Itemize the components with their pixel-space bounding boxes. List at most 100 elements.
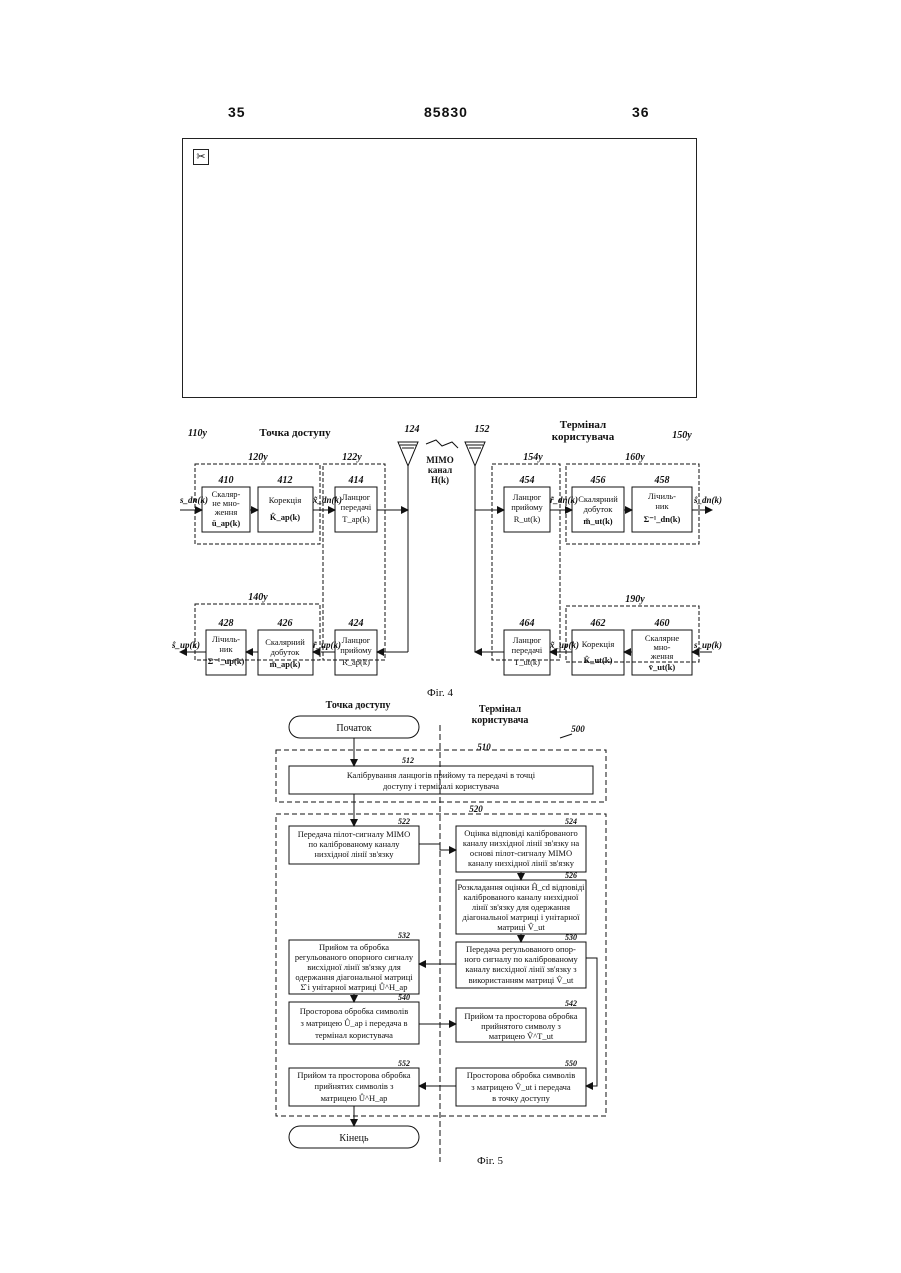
step-text: в точку доступу <box>492 1093 550 1103</box>
step-text: каналу висхідної лінії зв'язку з <box>465 964 577 974</box>
block-text: добуток <box>584 504 614 514</box>
block-text: Корекція <box>269 495 302 505</box>
block-text: T_ut(k) <box>514 657 540 667</box>
block-text: Ланцюг <box>342 635 371 645</box>
block-text: Корекція <box>582 639 615 649</box>
block-text: m̃_ap(k) <box>270 659 301 669</box>
block-text: прийому <box>340 645 372 655</box>
signal-s-dn-out: ŝ_dn(k) <box>693 495 722 505</box>
step-text: каналу низхідної лінії зв'язку <box>468 858 575 868</box>
block-text: Лічиль- <box>648 491 676 501</box>
figure-5: Точка доступу Термінал користувача 500 П… <box>0 700 901 1180</box>
ref-150y: 150y <box>672 430 692 441</box>
access-point-heading: Точка доступу <box>259 427 331 439</box>
block-ref: 412 <box>277 475 293 486</box>
step-text: використанням матриці V̂_ut <box>469 974 574 985</box>
step-text: каналу низхідної лінії зв'язку на <box>463 838 580 848</box>
step-ref: 524 <box>565 817 577 826</box>
signal-x-dn: x̃_dn(k) <box>312 495 342 505</box>
step-text: Передача регульованого опор- <box>466 944 576 954</box>
block-ref: 454 <box>519 475 535 486</box>
step-text: доступу і терміналі користувача <box>383 781 499 791</box>
block-462 <box>572 630 624 675</box>
ref-120y: 120y <box>248 452 268 463</box>
block-ref: 462 <box>590 618 606 629</box>
step-text: з матрицею Û_ap і передача в <box>301 1018 408 1028</box>
block-text: Ланцюг <box>342 492 371 502</box>
step-ref: 526 <box>565 871 577 880</box>
block-ref: 456 <box>590 475 606 486</box>
step-text: Σ̂ і унітарної матриці Û^H_ap <box>301 982 408 992</box>
block-text: Ланцюг <box>513 635 542 645</box>
block-text: ник <box>655 501 669 511</box>
antenna-152 <box>465 442 485 466</box>
ref-160y: 160y <box>625 452 645 463</box>
block-ref: 424 <box>348 618 364 629</box>
step-text: термінал користувача <box>315 1030 393 1040</box>
user-terminal-heading-1: Термінал <box>560 419 606 431</box>
step-ref: 530 <box>565 933 577 942</box>
block-412 <box>258 487 313 532</box>
figure-5-caption: Фіг. 5 <box>477 1155 504 1167</box>
step-text: Передача пілот-сигналу MIMO <box>298 829 411 839</box>
step-text: Калібрування ланцюгів прийому та передач… <box>347 770 536 780</box>
step-ref: 552 <box>398 1059 410 1068</box>
step-text: Просторова обробка символів <box>467 1070 575 1080</box>
step-text: Просторова обробка символів <box>300 1006 408 1016</box>
step-text: низхідної лінії зв'язку <box>314 849 394 859</box>
step-text: по каліброваному каналу <box>309 839 401 849</box>
block-text: T_ap(k) <box>342 514 370 524</box>
block-text: ження <box>214 507 238 517</box>
ref-500: 500 <box>571 724 585 734</box>
block-text: v̄_ut(k) <box>649 662 676 672</box>
step-ref: 550 <box>565 1059 577 1068</box>
step-text: регульованого опорного сигналу <box>295 952 414 962</box>
ref-110y: 110y <box>188 428 207 439</box>
block-text: передачі <box>512 645 543 655</box>
ref-154y: 154y <box>523 452 543 463</box>
step-text: з матрицею V̂_ut і передача <box>471 1081 571 1092</box>
signal-x-up: x̃_up(k) <box>549 640 579 650</box>
channel-label-1: MIMO <box>426 455 454 465</box>
block-text: прийому <box>511 502 543 512</box>
step-text: прийнятого символу з <box>481 1021 561 1031</box>
block-ref: 460 <box>654 618 670 629</box>
block-text: Ланцюг <box>513 492 542 502</box>
step-text: матрицею V̂^T_ut <box>489 1030 554 1041</box>
signal-s-up-out: ŝ_up(k) <box>171 640 200 650</box>
block-text: Лічиль- <box>212 634 240 644</box>
step-ref: 522 <box>398 817 410 826</box>
step-text: прийнятих символів з <box>315 1081 395 1091</box>
signal-r-up: r̃_up(k) <box>313 640 341 650</box>
block-text: Σ⁻¹_up(k) <box>208 656 245 666</box>
step-ref: 512 <box>402 756 414 765</box>
col-user-terminal-1: Термінал <box>479 704 522 715</box>
step-text: одержання діагональної матриці <box>295 972 413 982</box>
ref-520: 520 <box>469 804 483 814</box>
step-text: матрицею Û^H_ap <box>321 1093 388 1103</box>
block-ref: 426 <box>277 618 293 629</box>
block-text: R_ap(k) <box>342 657 370 667</box>
step-text: Оцінка відповіді каліброваного <box>464 828 577 838</box>
channel-symbol: H(k) <box>431 475 449 485</box>
ref-122y: 122y <box>342 452 362 463</box>
block-text: K̂_ap(k) <box>270 512 300 522</box>
block-text: ник <box>219 644 233 654</box>
step-text: Прийом та просторова обробка <box>464 1011 577 1021</box>
signal-s-up-in: s_up(k) <box>693 640 722 650</box>
channel-label-2: канал <box>428 465 452 475</box>
step-text: Прийом та просторова обробка <box>297 1070 410 1080</box>
block-text: R_ut(k) <box>514 514 541 524</box>
block-ref: 410 <box>218 475 234 486</box>
antenna-124 <box>398 442 418 466</box>
signal-r-dn: r̃_dn(k) <box>550 495 578 505</box>
ref-190y: 190y <box>625 594 645 605</box>
block-text: ū_ap(k) <box>212 518 241 528</box>
step-text: висхідної лінії зв'язку для <box>307 962 401 972</box>
block-text: добуток <box>271 647 301 657</box>
block-ref: 428 <box>218 618 234 629</box>
end-label: Кінець <box>339 1133 369 1144</box>
step-ref: 540 <box>398 993 410 1002</box>
block-ref: 414 <box>348 475 364 486</box>
ref-510: 510 <box>477 742 491 752</box>
